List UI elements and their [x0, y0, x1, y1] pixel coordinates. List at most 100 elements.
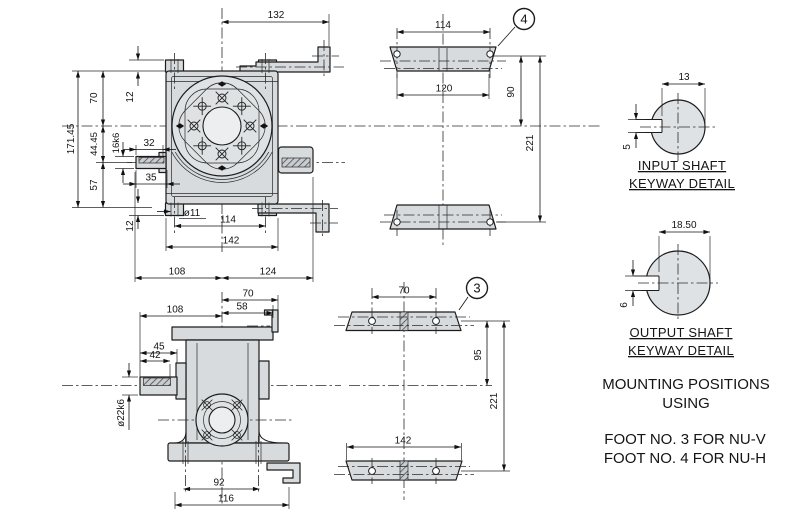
dim-foot4-120: 120	[396, 74, 490, 99]
output-keyway-label: KEYWAY DETAIL	[628, 343, 734, 358]
balloon-foot4: 4	[497, 7, 536, 47]
svg-text:18.50: 18.50	[671, 220, 696, 231]
mounting-note-line3: FOOT NO. 3 FOR NU-V	[604, 431, 765, 448]
output-keyway-detail: 18.50 6 OUTPUT SHAFT KEYWAY DETAIL	[619, 220, 734, 358]
svg-text:120: 120	[436, 84, 453, 95]
dim-foot4-221: 221	[496, 55, 546, 223]
svg-text:58: 58	[236, 302, 248, 313]
foot4-rib-lines	[438, 48, 448, 229]
svg-text:5: 5	[622, 144, 633, 150]
dim-front-hole11: ø11	[157, 208, 206, 219]
dim-front-35: 35	[123, 170, 180, 188]
dim-front-171: 171.45	[66, 70, 166, 208]
svg-text:116: 116	[218, 494, 234, 505]
svg-text:12: 12	[125, 220, 136, 232]
dim-front-70-4445-57: 70 44.45 57	[89, 70, 132, 208]
dim-side-42: 42	[139, 350, 171, 377]
input-keyway-detail: 13 5 INPUT SHAFT KEYWAY DETAIL	[622, 72, 735, 191]
svg-text:221: 221	[525, 134, 536, 151]
foot4-bolt-holes	[393, 50, 494, 226]
dim-side-45: 45	[139, 342, 178, 363]
front-top-foot-bracket	[239, 46, 331, 73]
dim-side-92: 92	[183, 478, 260, 492]
svg-text:171.45: 171.45	[66, 123, 77, 154]
svg-text:95: 95	[473, 349, 484, 361]
dim-side-dia22: ø22k6	[116, 363, 138, 430]
tab-bolt-holes	[170, 59, 270, 217]
svg-text:70: 70	[242, 289, 254, 300]
side-output-bore	[158, 393, 292, 447]
input-shaft-label: INPUT SHAFT	[638, 158, 726, 173]
balloon-foot3: 3	[458, 276, 489, 311]
svg-text:45: 45	[153, 342, 165, 353]
foot4-plate-centerlines	[380, 28, 506, 236]
svg-text:221: 221	[489, 392, 500, 409]
input-keyway-slot	[636, 119, 662, 133]
dim-front-108-124: 108 124	[134, 172, 314, 282]
dim-input-5: 5	[622, 104, 645, 150]
svg-text:108: 108	[169, 267, 186, 278]
svg-text:42: 42	[149, 350, 161, 361]
flange-rosette-profile	[178, 82, 266, 170]
dim-output-1850: 18.50	[658, 220, 711, 280]
svg-text:13: 13	[678, 72, 690, 83]
mounting-note-line4: FOOT NO. 4 FOR NU-H	[604, 450, 766, 467]
svg-text:124: 124	[260, 267, 277, 278]
dim-front-32: 32	[123, 138, 176, 156]
side-right-boss	[258, 360, 270, 400]
dim-foot3-142: 142	[346, 436, 462, 460]
main-axis-lines	[62, 8, 600, 505]
input-shaft-front	[135, 151, 167, 174]
front-bottom-foot-bracket	[257, 203, 330, 233]
input-shaft-right-block	[277, 146, 314, 174]
front-view: 132 171.45 70 44.45 57 12 12	[66, 10, 344, 282]
dim-side-58: 58	[221, 302, 274, 318]
dim-input-13: 13	[661, 72, 706, 124]
worm-housing-arcs	[171, 152, 273, 183]
side-input-shaft	[139, 376, 178, 396]
svg-text:142: 142	[223, 236, 240, 247]
output-shaft-label: OUTPUT SHAFT	[629, 325, 732, 340]
svg-text:ø11: ø11	[184, 208, 201, 219]
foot3-rib-sections	[399, 311, 409, 481]
side-view: 70 58 108 45 42 ø22k6	[116, 289, 301, 509]
side-top-plate	[171, 326, 274, 341]
tab-hole-centerlines	[174, 40, 344, 238]
svg-text:16k6: 16k6	[111, 133, 122, 154]
svg-text:32: 32	[143, 138, 155, 149]
foot3-view: 70 95 221 142 3	[334, 276, 510, 484]
foot3-bolt-holes	[368, 317, 440, 475]
mounting-note-line2: USING	[662, 395, 710, 412]
dim-front-142: 142	[165, 218, 279, 251]
side-feet-bolt-holes	[182, 441, 262, 464]
mounting-notes: MOUNTING POSITIONS USING FOOT NO. 3 FOR …	[602, 376, 770, 467]
svg-text:142: 142	[395, 436, 412, 447]
dim-foot3-70: 70	[371, 286, 437, 300]
svg-text:3: 3	[473, 281, 480, 296]
dim-side-70: 70	[221, 289, 279, 311]
foot4-view: 114 120 90 221 4	[380, 7, 546, 236]
dim-foot3-95: 95	[461, 320, 510, 386]
svg-text:35: 35	[145, 173, 157, 184]
dim-foot4-114: 114	[396, 20, 491, 35]
foot4-bottom-plate	[389, 204, 497, 230]
output-bore-circle	[202, 106, 242, 146]
dim-front-114: 114	[174, 215, 266, 229]
svg-text:ø22k6: ø22k6	[116, 399, 127, 427]
svg-text:132: 132	[268, 10, 285, 21]
svg-text:70: 70	[89, 92, 100, 104]
svg-text:114: 114	[435, 20, 451, 31]
svg-text:90: 90	[506, 86, 517, 98]
svg-text:44.45: 44.45	[89, 132, 100, 156]
dim-front-12-bottom: 12	[125, 189, 164, 232]
side-feet-hole-centerlines	[185, 436, 259, 493]
side-bottom-bracket	[266, 462, 301, 484]
svg-text:12: 12	[125, 91, 136, 103]
svg-text:92: 92	[213, 478, 225, 489]
svg-text:114: 114	[220, 215, 236, 226]
mounting-note-line1: MOUNTING POSITIONS	[602, 376, 770, 393]
svg-text:4: 4	[520, 12, 527, 27]
foot4-top-plate	[389, 46, 497, 72]
input-keyway-label: KEYWAY DETAIL	[629, 176, 735, 191]
